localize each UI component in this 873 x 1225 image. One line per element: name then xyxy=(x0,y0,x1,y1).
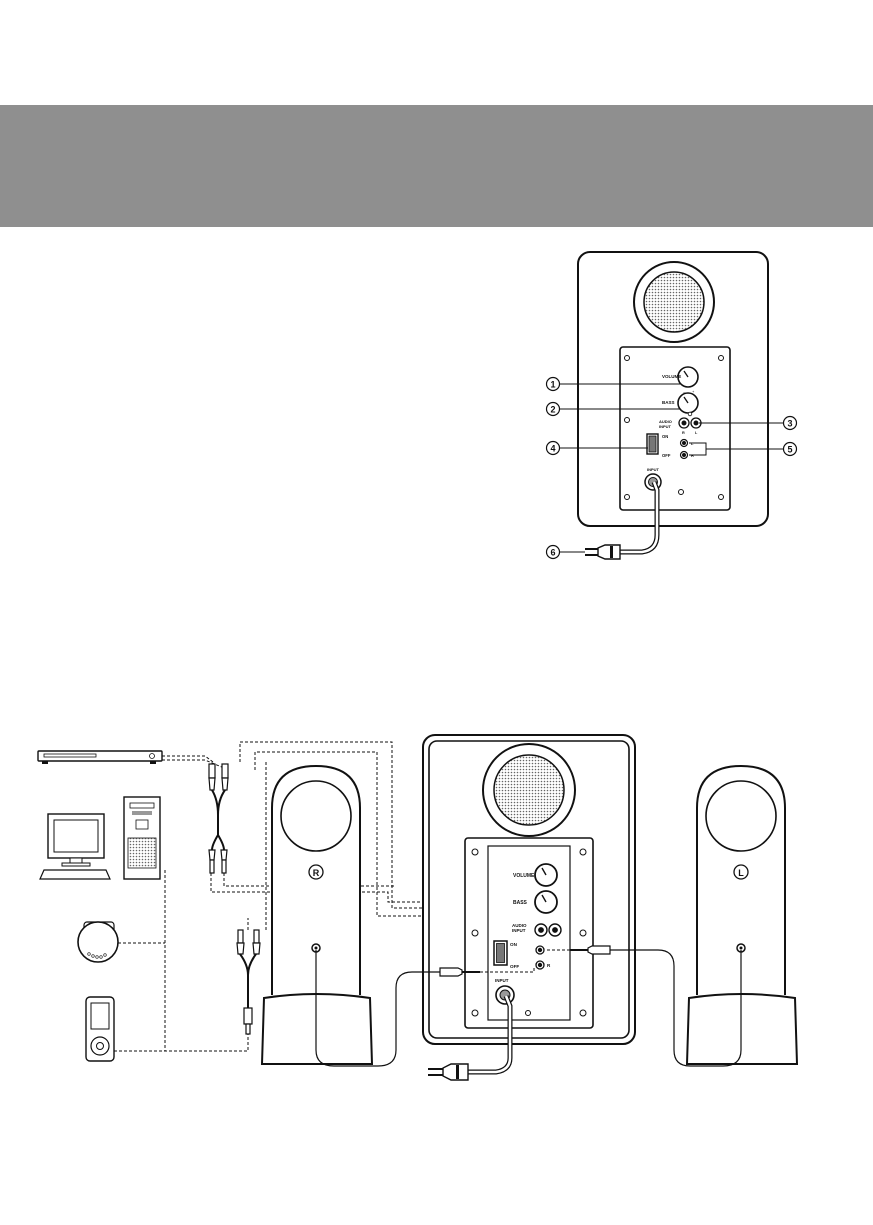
rca-right-mark: R xyxy=(682,431,685,435)
bass-knob[interactable] xyxy=(677,392,699,414)
subwoofer-bass-knob[interactable] xyxy=(534,890,558,914)
speaker-left-mark: L xyxy=(733,864,749,880)
speaker-output-jacks[interactable] xyxy=(679,438,689,460)
audio-input-label-2: INPUT xyxy=(659,424,672,429)
plate-screws xyxy=(624,355,724,500)
bass-label: BASS xyxy=(662,400,675,405)
svg-text:4: 4 xyxy=(550,444,555,454)
subwoofer-volume-label: VOLUME xyxy=(513,873,535,879)
svg-text:R: R xyxy=(313,868,320,878)
svg-text:L: L xyxy=(738,868,744,878)
svg-text:1: 1 xyxy=(550,380,555,390)
subwoofer-power-plug xyxy=(428,1063,469,1081)
callout-5: 5 xyxy=(782,441,798,457)
subwoofer-volume-knob[interactable] xyxy=(534,863,558,887)
rca-left-mark: L xyxy=(695,431,698,435)
speaker-right xyxy=(260,764,374,1065)
svg-text:3: 3 xyxy=(787,419,792,429)
power-switch[interactable] xyxy=(646,433,659,455)
computer-icon xyxy=(39,796,161,880)
volume-scale-minus: – xyxy=(683,389,686,394)
subwoofer-output-right-label: R xyxy=(547,963,551,968)
cd-player-icon xyxy=(77,921,119,963)
power-input-label: INPUT xyxy=(647,467,660,472)
volume-knob[interactable] xyxy=(677,366,699,388)
power-plug xyxy=(585,544,621,560)
subwoofer-output-jacks[interactable] xyxy=(535,945,545,970)
speaker-right-mark: R xyxy=(308,864,324,880)
callout-6: 6 xyxy=(545,544,561,560)
rear-panel-diagram: VOLUME – + BASS AUDIO INPUT R L ON OFF xyxy=(545,251,798,560)
subwoofer-power-switch[interactable] xyxy=(493,940,508,966)
header-band xyxy=(0,105,873,227)
rca-to-minijack-cable xyxy=(236,929,261,1035)
subwoofer-bass-label: BASS xyxy=(513,900,528,906)
volume-scale-plus: + xyxy=(692,389,695,394)
callout-2: 2 xyxy=(545,401,561,417)
subwoofer-power-socket xyxy=(495,985,515,1005)
subwoofer-audio-input-label-1: AUDIO xyxy=(512,923,527,928)
subwoofer-on-label: ON xyxy=(510,942,518,947)
svg-text:6: 6 xyxy=(550,548,555,558)
audio-input-label-1: AUDIO xyxy=(659,419,672,424)
subwoofer-power-input-label: INPUT xyxy=(495,978,509,983)
callout-1: 1 xyxy=(545,376,561,392)
rca-cable-pair-1 xyxy=(208,763,229,874)
speaker-cable-left xyxy=(545,945,742,1067)
speaker-left xyxy=(685,764,799,1065)
on-label: ON xyxy=(662,434,668,439)
callout-4: 4 xyxy=(545,440,561,456)
callout-3: 3 xyxy=(782,415,798,431)
off-label: OFF xyxy=(662,453,671,458)
connection-diagram: R L xyxy=(37,734,799,1081)
dvd-player-icon xyxy=(37,750,163,764)
source-dashed-links xyxy=(114,741,547,1052)
subwoofer-off-label: OFF xyxy=(510,964,519,969)
callout-lines xyxy=(560,383,783,456)
subwoofer-rca-jacks[interactable] xyxy=(534,923,562,937)
bass-port xyxy=(633,261,715,343)
svg-text:2: 2 xyxy=(550,405,555,415)
control-plate xyxy=(619,346,731,511)
subwoofer-back xyxy=(422,734,636,1045)
speaker-cable-right xyxy=(315,950,535,1067)
svg-text:5: 5 xyxy=(787,445,792,455)
rca-input-jacks[interactable] xyxy=(678,411,702,429)
mp3-player-icon xyxy=(85,996,115,1062)
volume-label: VOLUME xyxy=(662,374,681,379)
subwoofer-audio-input-label-2: INPUT xyxy=(512,928,526,933)
